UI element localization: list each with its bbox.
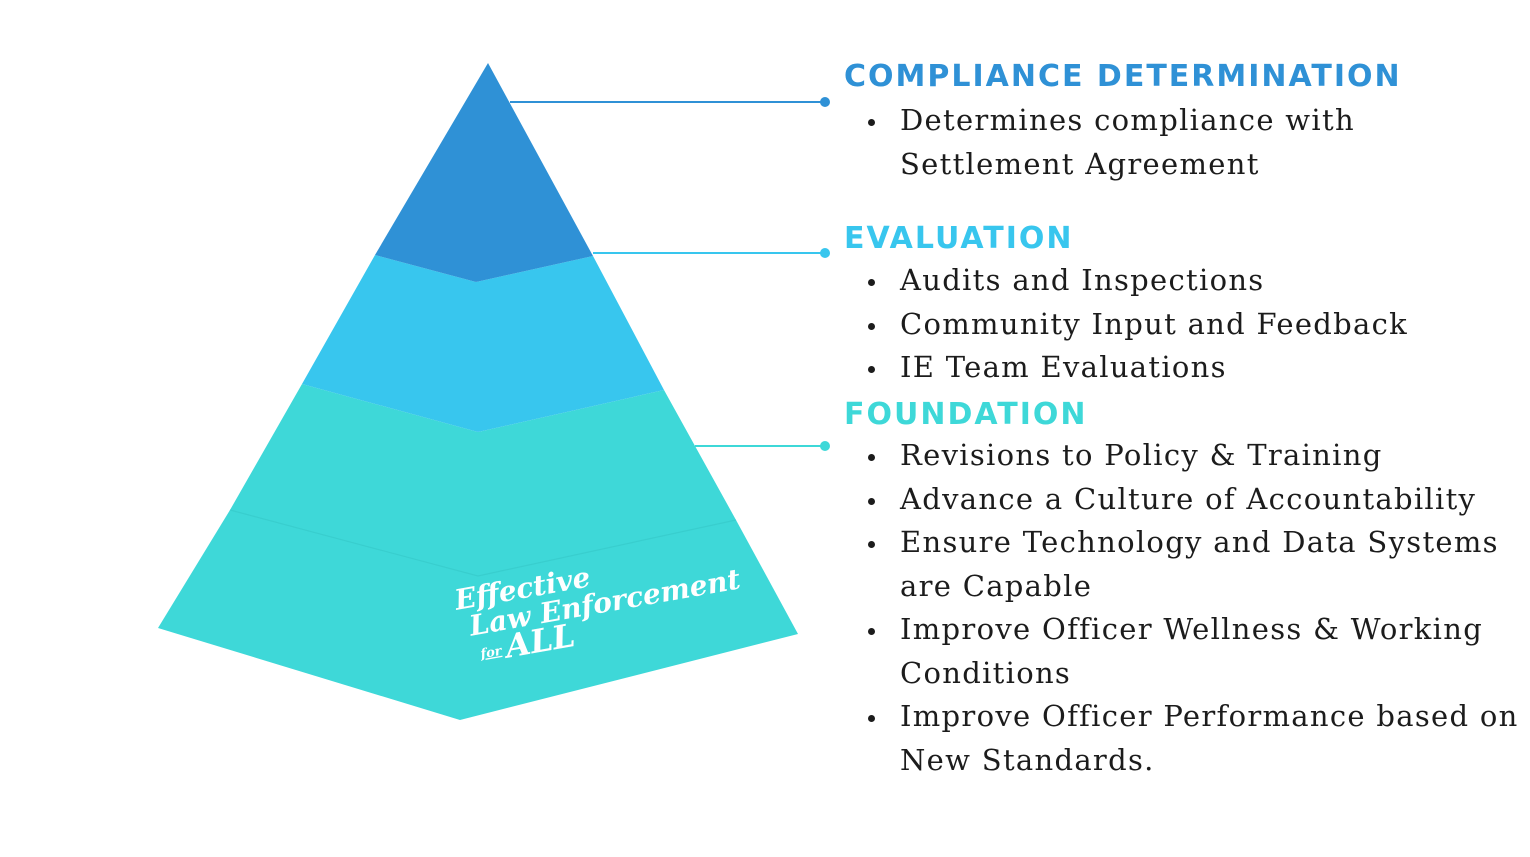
- connector-evaluation: [593, 248, 830, 258]
- list-item: Audits and Inspections: [844, 259, 1514, 303]
- pyramid-diagram: Effective Law Enforcement for ALL: [158, 63, 830, 720]
- bullet-list: Audits and Inspections Community Input a…: [844, 259, 1514, 390]
- section-heading: FOUNDATION: [844, 397, 1088, 432]
- logo-line-3-small: for: [478, 644, 504, 663]
- list-item: IE Team Evaluations: [844, 346, 1514, 390]
- bullet-list: Determines compliance with Settlement Ag…: [844, 99, 1514, 186]
- pyramid-tier-base: [158, 510, 798, 720]
- list-item: Determines compliance with Settlement Ag…: [844, 99, 1380, 186]
- section-heading: COMPLIANCE DETERMINATION: [844, 59, 1402, 94]
- pyramid-tier-evaluation: [302, 255, 664, 432]
- list-item: Community Input and Feedback: [844, 303, 1514, 347]
- connector-compliance: [510, 97, 830, 107]
- section-foundation: FOUNDATION Revisions to Policy & Trainin…: [844, 397, 1517, 782]
- list-item: Improve Officer Wellness & Working Condi…: [844, 608, 1500, 695]
- list-item: Advance a Culture of Accountability: [844, 478, 1514, 522]
- connector-dot: [820, 97, 830, 107]
- connector-dot: [820, 441, 830, 451]
- section-compliance-determination: COMPLIANCE DETERMINATION Determines comp…: [844, 60, 1514, 186]
- pyramid-tier-compliance: [375, 63, 593, 282]
- list-item: Revisions to Policy & Training: [844, 434, 1514, 478]
- section-heading: EVALUATION: [844, 221, 1074, 256]
- connector-foundation: [695, 441, 830, 451]
- list-item: Improve Officer Performance based on New…: [844, 695, 1530, 782]
- connector-dot: [820, 248, 830, 258]
- pyramid-tier-foundation: [230, 384, 736, 576]
- bullet-list: Revisions to Policy & Training Advance a…: [844, 434, 1517, 782]
- list-item: Ensure Technology and Data Systems are C…: [844, 521, 1500, 608]
- section-evaluation: EVALUATION Audits and Inspections Commun…: [844, 222, 1514, 390]
- pyramid-tier-divider: [229, 509, 737, 577]
